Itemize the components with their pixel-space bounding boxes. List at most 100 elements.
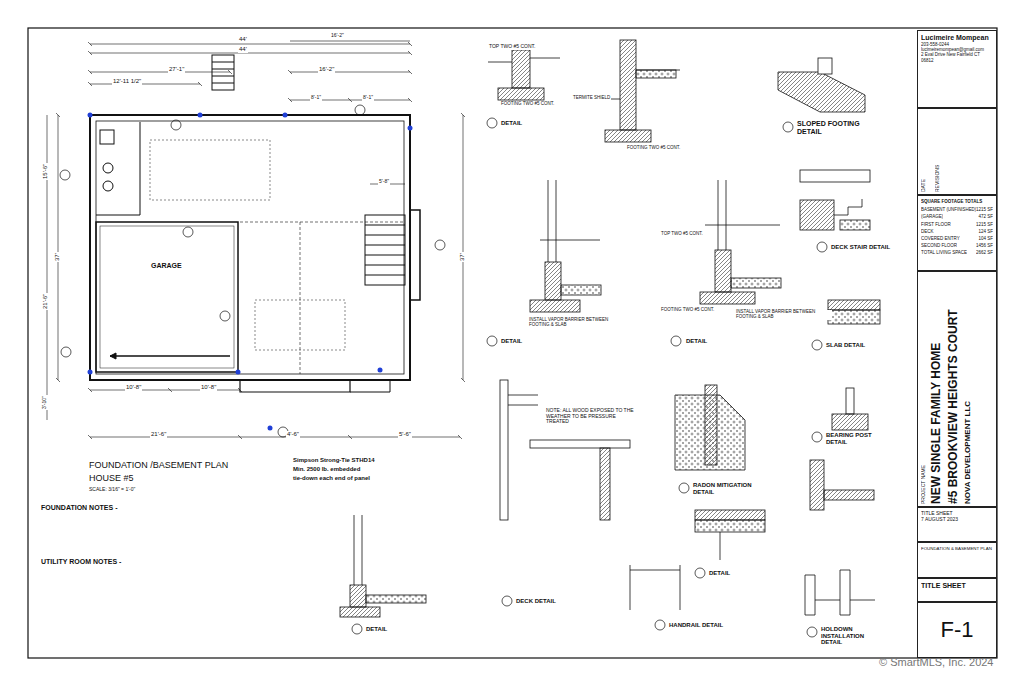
table-row: TOTAL LIVING SPACE 2662 SF [921,250,993,255]
drawing-label: 37' [54,252,61,262]
corner-dots [408,126,413,131]
table-row: DECK124 SF [921,229,993,234]
section-markers [783,122,793,132]
foundation-plan [96,222,238,372]
dimension-lines [90,72,230,73]
footing-details [366,595,426,603]
footing-details [512,50,530,88]
table-cell: DECK [921,229,934,234]
corner-dots [236,370,241,375]
sheet-number: F-1 [941,617,974,642]
footing-details [700,292,755,304]
section-markers [812,432,822,442]
drawing-label: 8'-1" [362,95,374,101]
foundation-plan [212,83,234,84]
drawing-label: FOOTING TWO #5 CONT. [660,308,715,313]
drawing-label: HOLDOWN INSTALLATION DETAIL [820,626,884,646]
dimension-lines [90,53,410,54]
foundation-plan [365,235,405,236]
drawing-label: 10'-8" [125,384,142,391]
foundation-plan [240,222,404,223]
foundation-plan [255,300,345,350]
table-cell: TOTAL LIVING SPACE [921,250,967,255]
foundation-plan [100,130,114,144]
contact-line: 203-558-0244 [921,42,993,47]
dimension-lines [290,41,410,42]
foundation-plan [96,121,404,374]
drawing-label: TOP TWO #5 CONT. [488,44,536,50]
table-cell: 2662 SF [976,250,993,255]
section-markers [183,227,193,237]
title-block-cell: DATEREVISIONS [917,108,997,195]
drawing-label: 12'-11 1/2" [112,78,142,85]
footing-details [630,565,680,610]
footing-details [718,180,719,250]
drawing-label: 27'-1" [168,66,185,73]
corner-dots [88,370,93,375]
section-markers [807,627,817,637]
foundation-plan [410,130,420,300]
footing-details [530,440,630,448]
footing-details [846,388,854,414]
section-markers [352,624,362,634]
drawing-label: 3'-10" [42,395,48,410]
table-row: (GARAGE)472 SF [921,214,993,219]
footing-details [561,285,601,295]
table-cell: BASEMENT (UNFINISHED) [921,207,976,212]
foundation-plan [96,215,140,216]
section-markers [171,120,181,130]
corner-dots [88,113,93,118]
drawing-label: RADON MITIGATION DETAIL [692,482,764,495]
foundation-plan [110,353,116,359]
foundation-plan [103,163,113,173]
section-markers [355,105,365,115]
foundation-plan [240,380,350,392]
drawing-label: NOTE: ALL WOOD EXPOSED TO THE WEATHER TO… [545,408,637,425]
foundation-plan [365,265,405,266]
table-cell: 472 SF [978,214,993,219]
footing-details [815,600,875,601]
foundation-plan [365,245,405,246]
footing-details [800,200,834,230]
title-block-cell: F-1 [917,602,997,658]
sheet-text: TITLE SHEET [921,582,993,590]
dimension-lines [58,115,59,380]
foundation-plan [90,115,410,380]
footing-details [488,62,512,63]
footing-details [530,58,560,59]
foundation-plan [212,69,234,70]
drawing-label: FOOTING TWO #5 CONT. [500,102,555,107]
footing-details [611,99,620,100]
foundation-plan [212,62,234,63]
section-markers [220,311,230,321]
footing-details [720,532,721,560]
section-markers [695,568,705,578]
section-markers [679,483,689,493]
dimension-lines [90,44,410,45]
table-row: SECOND FLOOR1456 SF [921,243,993,248]
foundation-plan [300,222,301,374]
foundation-plan [150,140,270,200]
drawing-label: HANDRAIL DETAIL [668,622,724,629]
sheet-frame [28,28,997,658]
footing-details [800,170,870,182]
drawing-label: 37' [459,252,466,262]
dimension-lines [463,115,464,380]
corner-dots [88,113,413,431]
footing-details [726,180,727,250]
drawing-label: DETAIL [708,570,731,577]
footing-details [545,262,561,300]
footing-details [824,490,874,500]
title-block-cell: TITLE SHEET [917,578,997,602]
footing-details [731,278,781,288]
footing-details [636,70,676,78]
contact-line: Lucimeire Mompean [921,34,993,42]
footing-details [508,395,538,405]
table-cell: 1215 SF [976,222,993,227]
drawing-label: tie-down each end of panel [292,475,371,482]
section-markers [671,336,681,346]
corner-dots [378,368,383,373]
footing-details [556,180,557,262]
corner-dots [283,113,288,118]
drawing-label: Min. 2500 lb. embedded [292,466,361,473]
